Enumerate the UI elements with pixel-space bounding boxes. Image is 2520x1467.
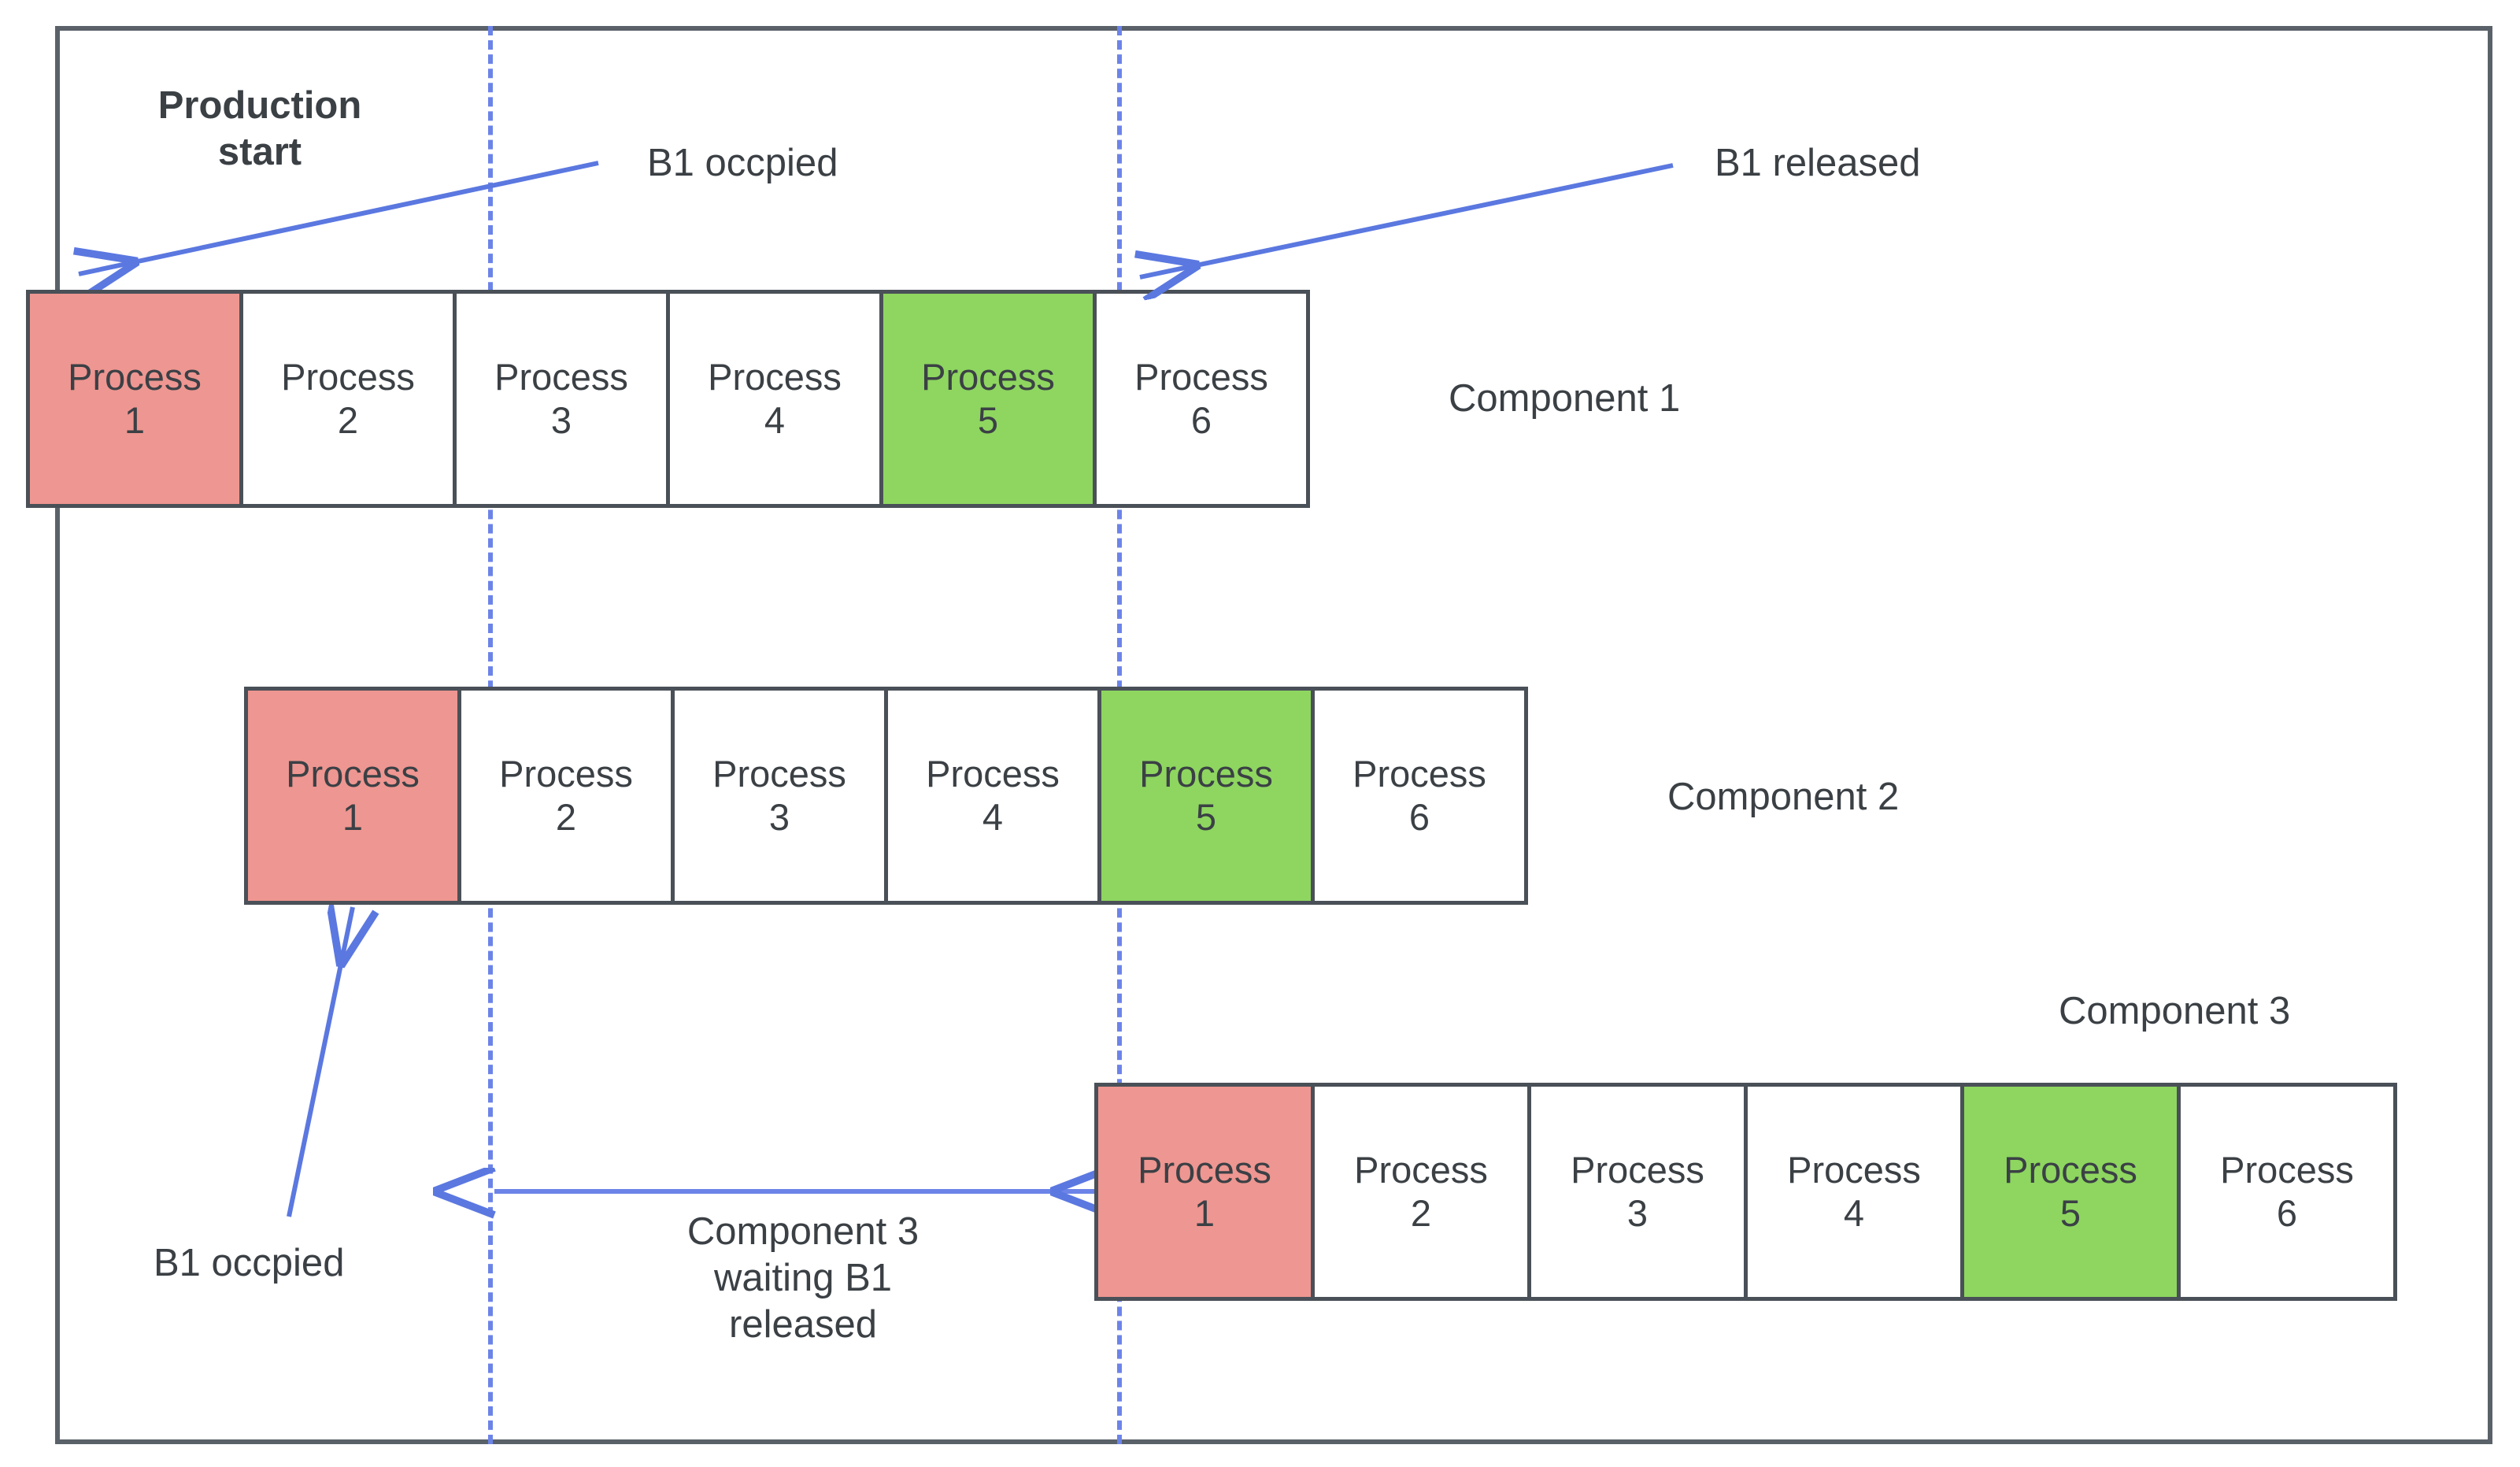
process-box-label: Process xyxy=(1134,355,1268,398)
process-box-label: Process xyxy=(926,752,1060,795)
component-2-label: Component 2 xyxy=(1667,776,1900,818)
process-box-label: Process xyxy=(494,355,628,398)
process-box[interactable]: Process 5 xyxy=(879,290,1097,508)
b1-released-top-label: B1 released xyxy=(1715,142,1921,184)
component-1-process-chain: Process 1 Process 2 Process 3 Process 4 … xyxy=(26,290,1310,508)
process-box[interactable]: Process 6 xyxy=(2177,1083,2397,1301)
process-box-number: 4 xyxy=(1843,1191,1865,1234)
component-3-process-chain: Process 1 Process 2 Process 3 Process 4 … xyxy=(1094,1083,2397,1301)
process-box[interactable]: Process 3 xyxy=(1527,1083,1748,1301)
process-box[interactable]: Process 1 xyxy=(26,290,243,508)
process-box[interactable]: Process 4 xyxy=(884,687,1101,905)
process-box-number: 6 xyxy=(2276,1191,2298,1234)
process-box-label: Process xyxy=(68,355,202,398)
process-box-number: 1 xyxy=(342,795,364,838)
process-box[interactable]: Process 5 xyxy=(1097,687,1315,905)
process-box-label: Process xyxy=(1138,1148,1271,1191)
process-box[interactable]: Process 5 xyxy=(1960,1083,2181,1301)
process-box[interactable]: Process 2 xyxy=(1311,1083,1531,1301)
component-3-label: Component 3 xyxy=(2059,990,2291,1032)
process-box-number: 5 xyxy=(1195,795,1217,838)
process-box-number: 1 xyxy=(124,398,146,441)
process-box-number: 1 xyxy=(1193,1191,1216,1234)
b1-occupied-top-label: B1 occpied xyxy=(647,142,838,184)
process-box-number: 3 xyxy=(1626,1191,1649,1234)
process-box-number: 5 xyxy=(2059,1191,2081,1234)
process-box[interactable]: Process 4 xyxy=(666,290,883,508)
process-box-label: Process xyxy=(921,355,1055,398)
component-1-label: Component 1 xyxy=(1449,377,1681,420)
process-box-label: Process xyxy=(1787,1148,1921,1191)
process-box[interactable]: Process 2 xyxy=(239,290,457,508)
process-box[interactable]: Process 4 xyxy=(1744,1083,1964,1301)
production-start-label: Production start xyxy=(157,84,362,173)
process-box-label: Process xyxy=(2004,1148,2137,1191)
process-box[interactable]: Process 3 xyxy=(671,687,888,905)
process-box-number: 3 xyxy=(768,795,790,838)
process-box-number: 2 xyxy=(337,398,359,441)
b1-occupied-bottom-label: B1 occpied xyxy=(154,1242,345,1284)
diagram-outer-frame xyxy=(55,26,2492,1444)
process-box[interactable]: Process 6 xyxy=(1093,290,1310,508)
process-box-label: Process xyxy=(1571,1148,1704,1191)
process-box-number: 4 xyxy=(764,398,786,441)
process-box-number: 3 xyxy=(550,398,572,441)
waiting-span-label: Component 3 waiting B1 released xyxy=(686,1210,920,1346)
process-box-label: Process xyxy=(499,752,633,795)
process-box-label: Process xyxy=(286,752,420,795)
process-box-number: 5 xyxy=(977,398,999,441)
process-box-number: 2 xyxy=(1410,1191,1432,1234)
process-box-label: Process xyxy=(1354,1148,1488,1191)
process-box[interactable]: Process 3 xyxy=(453,290,670,508)
process-box[interactable]: Process 1 xyxy=(244,687,461,905)
process-box-label: Process xyxy=(2220,1148,2354,1191)
process-box-label: Process xyxy=(708,355,842,398)
process-box-label: Process xyxy=(1353,752,1486,795)
process-box-number: 4 xyxy=(982,795,1004,838)
process-box-label: Process xyxy=(281,355,415,398)
process-box-number: 6 xyxy=(1190,398,1212,441)
process-box-number: 6 xyxy=(1408,795,1430,838)
process-box[interactable]: Process 1 xyxy=(1094,1083,1315,1301)
process-box-label: Process xyxy=(712,752,846,795)
process-box[interactable]: Process 2 xyxy=(457,687,675,905)
process-box-number: 2 xyxy=(555,795,577,838)
process-box[interactable]: Process 6 xyxy=(1311,687,1528,905)
process-box-label: Process xyxy=(1139,752,1273,795)
component-2-process-chain: Process 1 Process 2 Process 3 Process 4 … xyxy=(244,687,1528,905)
